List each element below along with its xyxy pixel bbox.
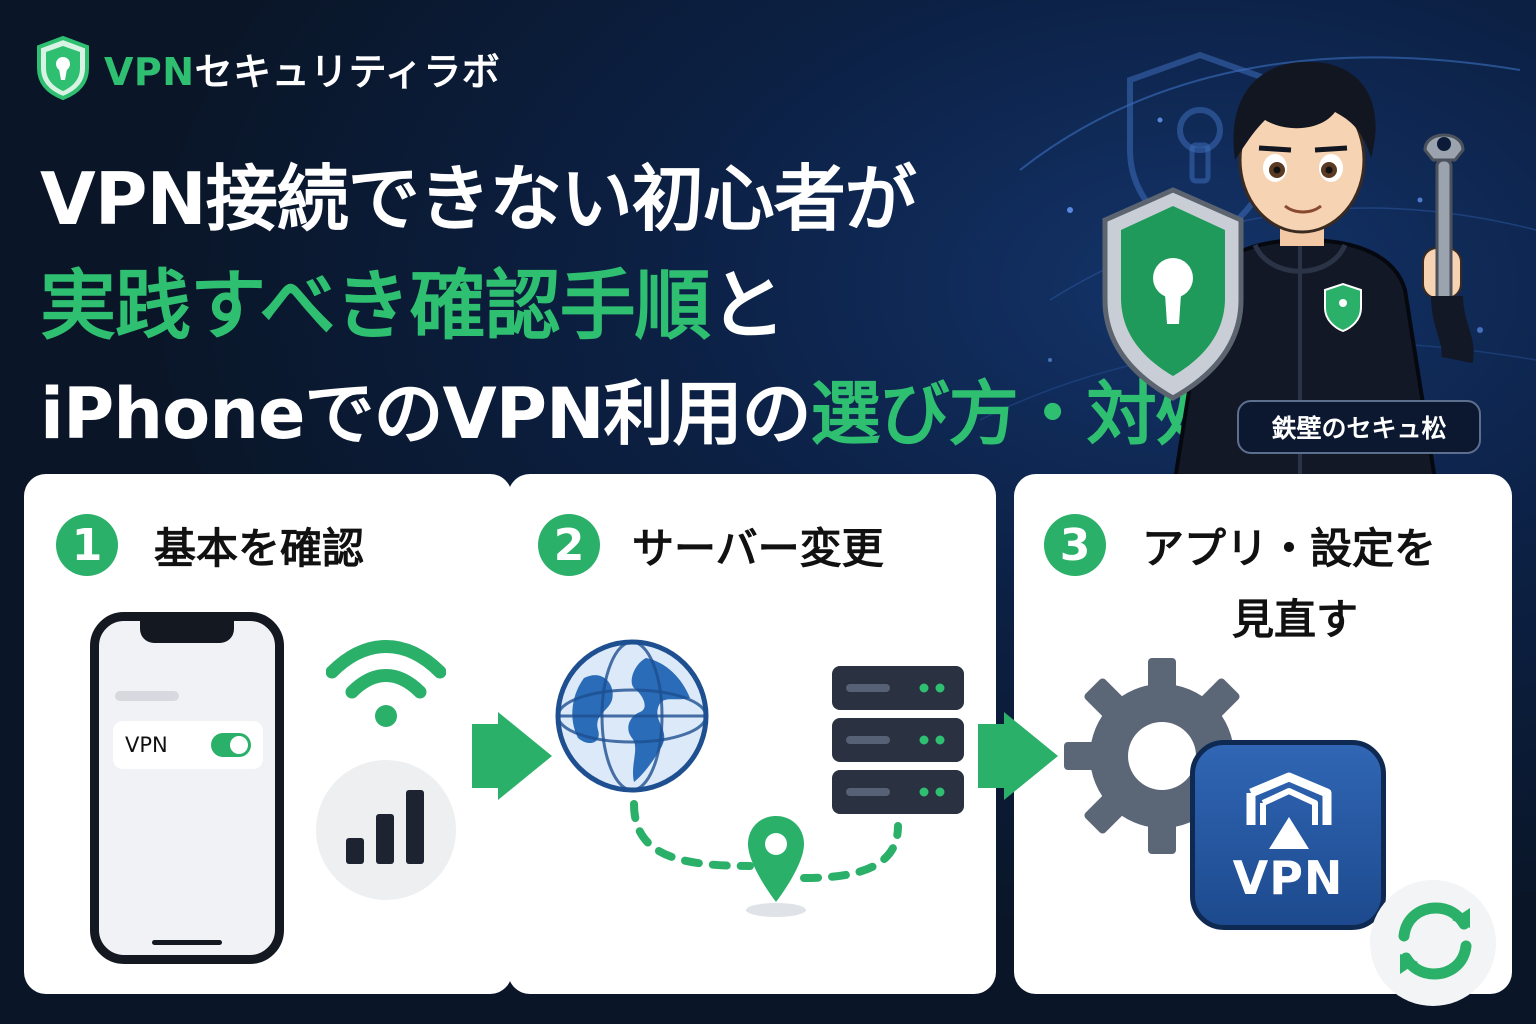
- arrow-right-icon: [1004, 712, 1058, 800]
- iphone-mockup: VPN: [90, 612, 284, 964]
- phone-home-bar: [152, 940, 222, 945]
- step-title-3-line-1: アプリ・設定を: [1142, 523, 1437, 573]
- step-title-3-line-2: 見直す: [1232, 595, 1359, 644]
- signal-bars-icon: [346, 790, 424, 864]
- vpn-app-logo: [1246, 772, 1332, 849]
- headline-line-3-white: iPhoneでのVPN利用の: [40, 373, 812, 455]
- headline-line-1: VPN接続できない初心者が: [40, 157, 917, 241]
- character-name-badge: 鉄壁のセキュ松: [1237, 400, 1481, 454]
- vpn-settings-label: VPN: [125, 733, 168, 757]
- globe-icon: [555, 639, 709, 793]
- vpn-settings-row[interactable]: VPN: [113, 721, 263, 769]
- step-title-2: サーバー変更: [632, 523, 884, 573]
- headline-line-2-white: と: [709, 261, 786, 350]
- arrow-stem-2: [978, 724, 1006, 788]
- step-number-1: 1: [56, 514, 118, 576]
- vpn-app-label: VPN: [1232, 851, 1344, 905]
- arrow-right-icon: [498, 712, 552, 800]
- settings-placeholder: [115, 691, 179, 701]
- step-title-1: 基本を確認: [154, 523, 365, 573]
- location-pin-icon: [748, 816, 804, 902]
- arrow-stem-1: [472, 724, 500, 788]
- step-number-3: 3: [1044, 514, 1106, 576]
- server-icon: [832, 666, 964, 814]
- vpn-app-icon[interactable]: VPN: [1190, 740, 1386, 930]
- brand-name-rest: セキュリティラボ: [194, 49, 501, 94]
- brand-name-accent: VPN: [104, 49, 195, 94]
- shield-keyhole-icon: [37, 36, 89, 100]
- phone-notch: [140, 621, 234, 643]
- headline-line-2-green: 実践すべき確認手順: [40, 261, 711, 350]
- route-path: [630, 800, 902, 917]
- brand-header: VPNセキュリティラボ: [36, 36, 500, 100]
- step-number-2: 2: [538, 514, 600, 576]
- sync-icon[interactable]: [1390, 896, 1480, 986]
- brand-name: VPNセキュリティラボ: [104, 41, 500, 96]
- sync-circle: [1370, 880, 1496, 1006]
- wifi-icon: [326, 640, 446, 727]
- headline-line-2: 実践すべき確認手順と: [40, 244, 786, 354]
- vpn-toggle[interactable]: [211, 733, 251, 757]
